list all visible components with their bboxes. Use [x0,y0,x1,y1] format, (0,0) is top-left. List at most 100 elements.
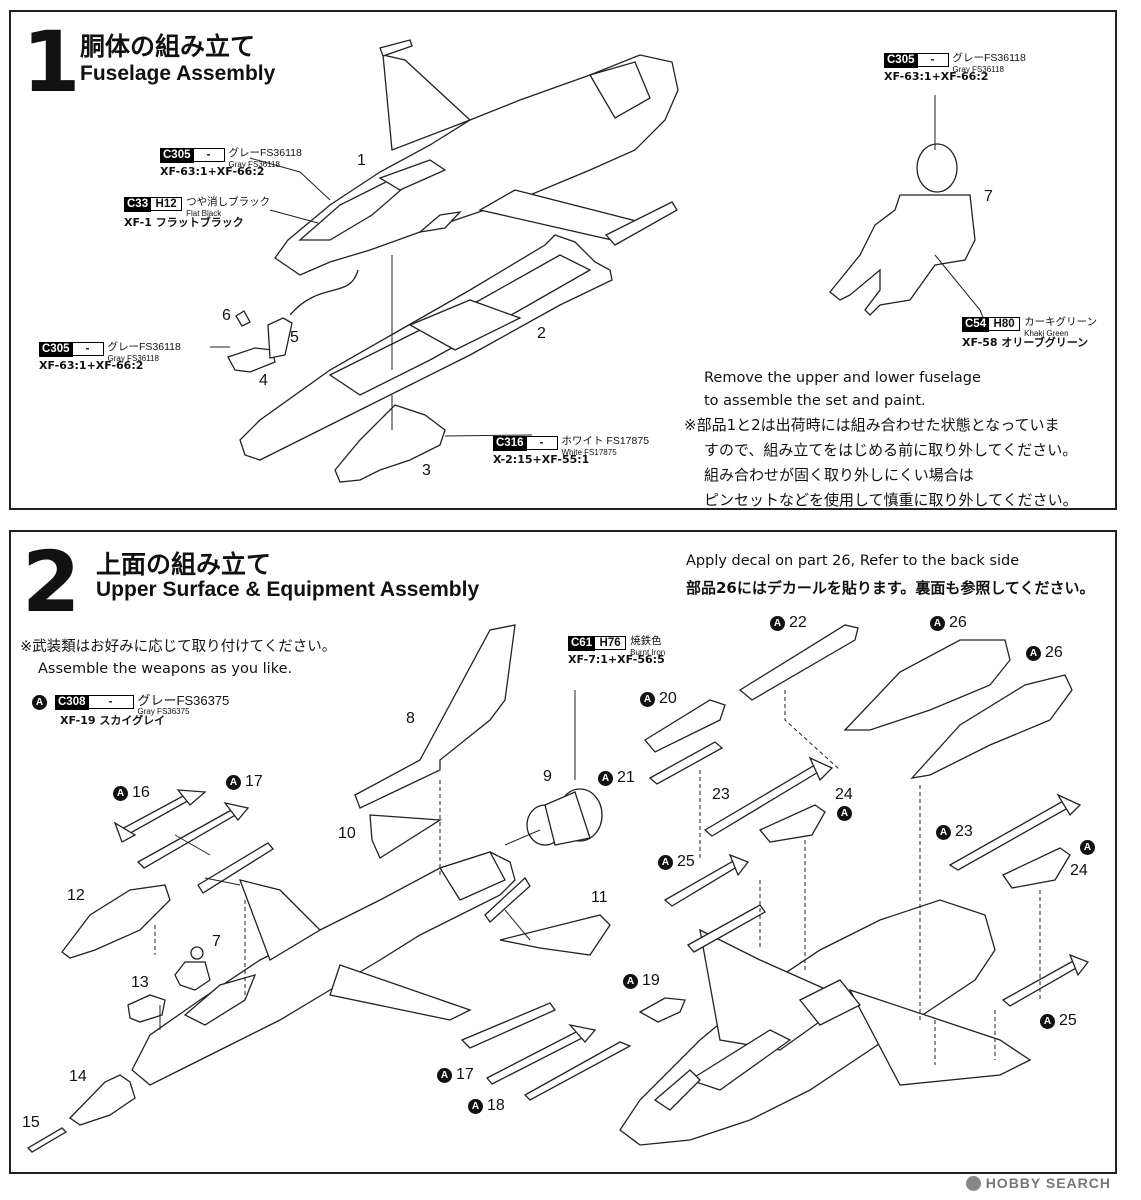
drop-tank-26a [843,639,1011,731]
lower-fuselage-part [239,234,613,461]
paint-code: C308 [55,695,89,710]
canopy-part [61,884,171,959]
decal-note-jp: 部品26にはデカールを貼ります。裏面も参照してください。 [686,579,1095,597]
marker-a-icon: A [837,806,852,821]
marker-a-icon: A [1040,1013,1055,1029]
part-number-24b: 24 [1070,862,1088,879]
part-number: 20 [659,690,677,707]
step1-note-en: Remove the upper and lower fuselage to a… [704,367,981,413]
paint-h-code: H76 [594,636,627,650]
part-number: 22 [789,614,807,631]
part-number-15: 15 [22,1114,40,1131]
step2-title-en: Upper Surface & Equipment Assembly [96,578,480,601]
part-number: 25 [677,853,695,870]
decal-note-en: Apply decal on part 26, Refer to the bac… [686,553,1020,569]
paint-h-code: - [916,53,949,67]
paint-mix: XF-63:1+XF-66:2 [160,165,265,178]
paint-name-en: White FS17875 [561,448,617,457]
part-10 [369,814,443,859]
part-number: 26 [1045,644,1063,661]
paint-code: C305 [884,53,918,68]
step1-number: 1 [22,13,80,111]
paint-mix: XF-19 スカイグレイ [60,714,166,727]
paint-code: C33 [124,197,152,212]
part-number-10: 10 [338,825,356,842]
part-number: 19 [642,972,660,989]
nozzle-part [526,788,603,846]
marker-a-icon: A [1080,840,1095,855]
paint-mix: XF-63:1+XF-66:2 [39,359,144,372]
marker-a-icon: A [936,824,951,840]
paint-name-en: Gray FS36118 [107,354,159,363]
paint-name-en: Gray FS36375 [137,707,190,716]
part-number-7: 7 [212,933,221,950]
part-11 [499,914,611,956]
part-number-23a: 23 [712,786,730,803]
marker-a-icon: A [640,691,655,707]
paint-name-en: Flat Black [186,209,222,218]
part-number: 25 [1059,1012,1077,1029]
paint-name-jp: ホワイト FS17875 [561,435,650,447]
paint-name-jp: カーキグリーン [1024,316,1098,328]
part-number-9: 9 [543,768,552,785]
missile-18 [523,1041,632,1101]
intake-part [334,404,446,483]
marker-a-icon: A [226,774,241,790]
step2-number: 2 [22,533,80,631]
right-aircraft-assembly [619,899,1032,1146]
part-number-12: 12 [67,887,85,904]
drop-tank-26b [910,674,1073,779]
paint-code: C316 [493,436,527,451]
paint-mix: XF-58 オリーブグリーン [962,336,1089,349]
rail-21 [648,741,724,785]
note-line: ピンセットなどを使用して慎重に取り外してください。 [704,491,1078,509]
part-number-8: 8 [406,710,415,727]
pylon-24b [1002,847,1071,889]
launcher-22 [738,624,859,701]
paint-name-en: Khaki Green [1024,329,1069,338]
pod-19 [638,997,686,1023]
paint-h-code: - [192,148,225,162]
vertical-fin-part [354,624,516,809]
marker-a-icon: A [32,695,47,710]
part-number: 21 [617,769,635,786]
part-number-13: 13 [131,974,149,991]
paint-name-en: Burnt Iron [630,648,666,657]
note-line: 組み合わせが固く取り外しにくい場合は [704,466,974,484]
marker-a-icon: A [468,1098,483,1114]
marker-a-icon: A [437,1067,452,1083]
part-number-2: 2 [537,325,546,342]
part-number-1: 1 [357,152,366,169]
part-number-14: 14 [69,1068,87,1085]
paint-name-jp: つや消しブラック [186,196,271,208]
missile-25b [1001,959,1087,1007]
pitot-part [26,1127,68,1153]
paint-h-code: H80 [988,317,1021,331]
rail-part [460,1002,556,1049]
paint-name-jp: グレーFS36118 [107,341,181,353]
nose-cone-part [69,1074,136,1126]
step1-title-jp: 胴体の組み立て [80,32,256,61]
paint-code: C61 [568,636,596,651]
watermark: HOBBY SEARCH [965,1175,1111,1191]
part-number-5: 5 [290,329,299,346]
marker-a-icon: A [930,615,945,631]
watermark-text: HOBBY SEARCH [985,1175,1111,1191]
paint-mix: XF-7:1+XF-56:5 [568,653,665,666]
step2-title-jp: 上面の組み立て [96,550,272,579]
part-number: 17 [456,1066,474,1083]
seat-part [227,347,276,373]
marker-a-icon: A [113,785,128,801]
paint-name-jp: グレーFS36118 [952,52,1026,64]
part-number-3: 3 [422,462,431,479]
